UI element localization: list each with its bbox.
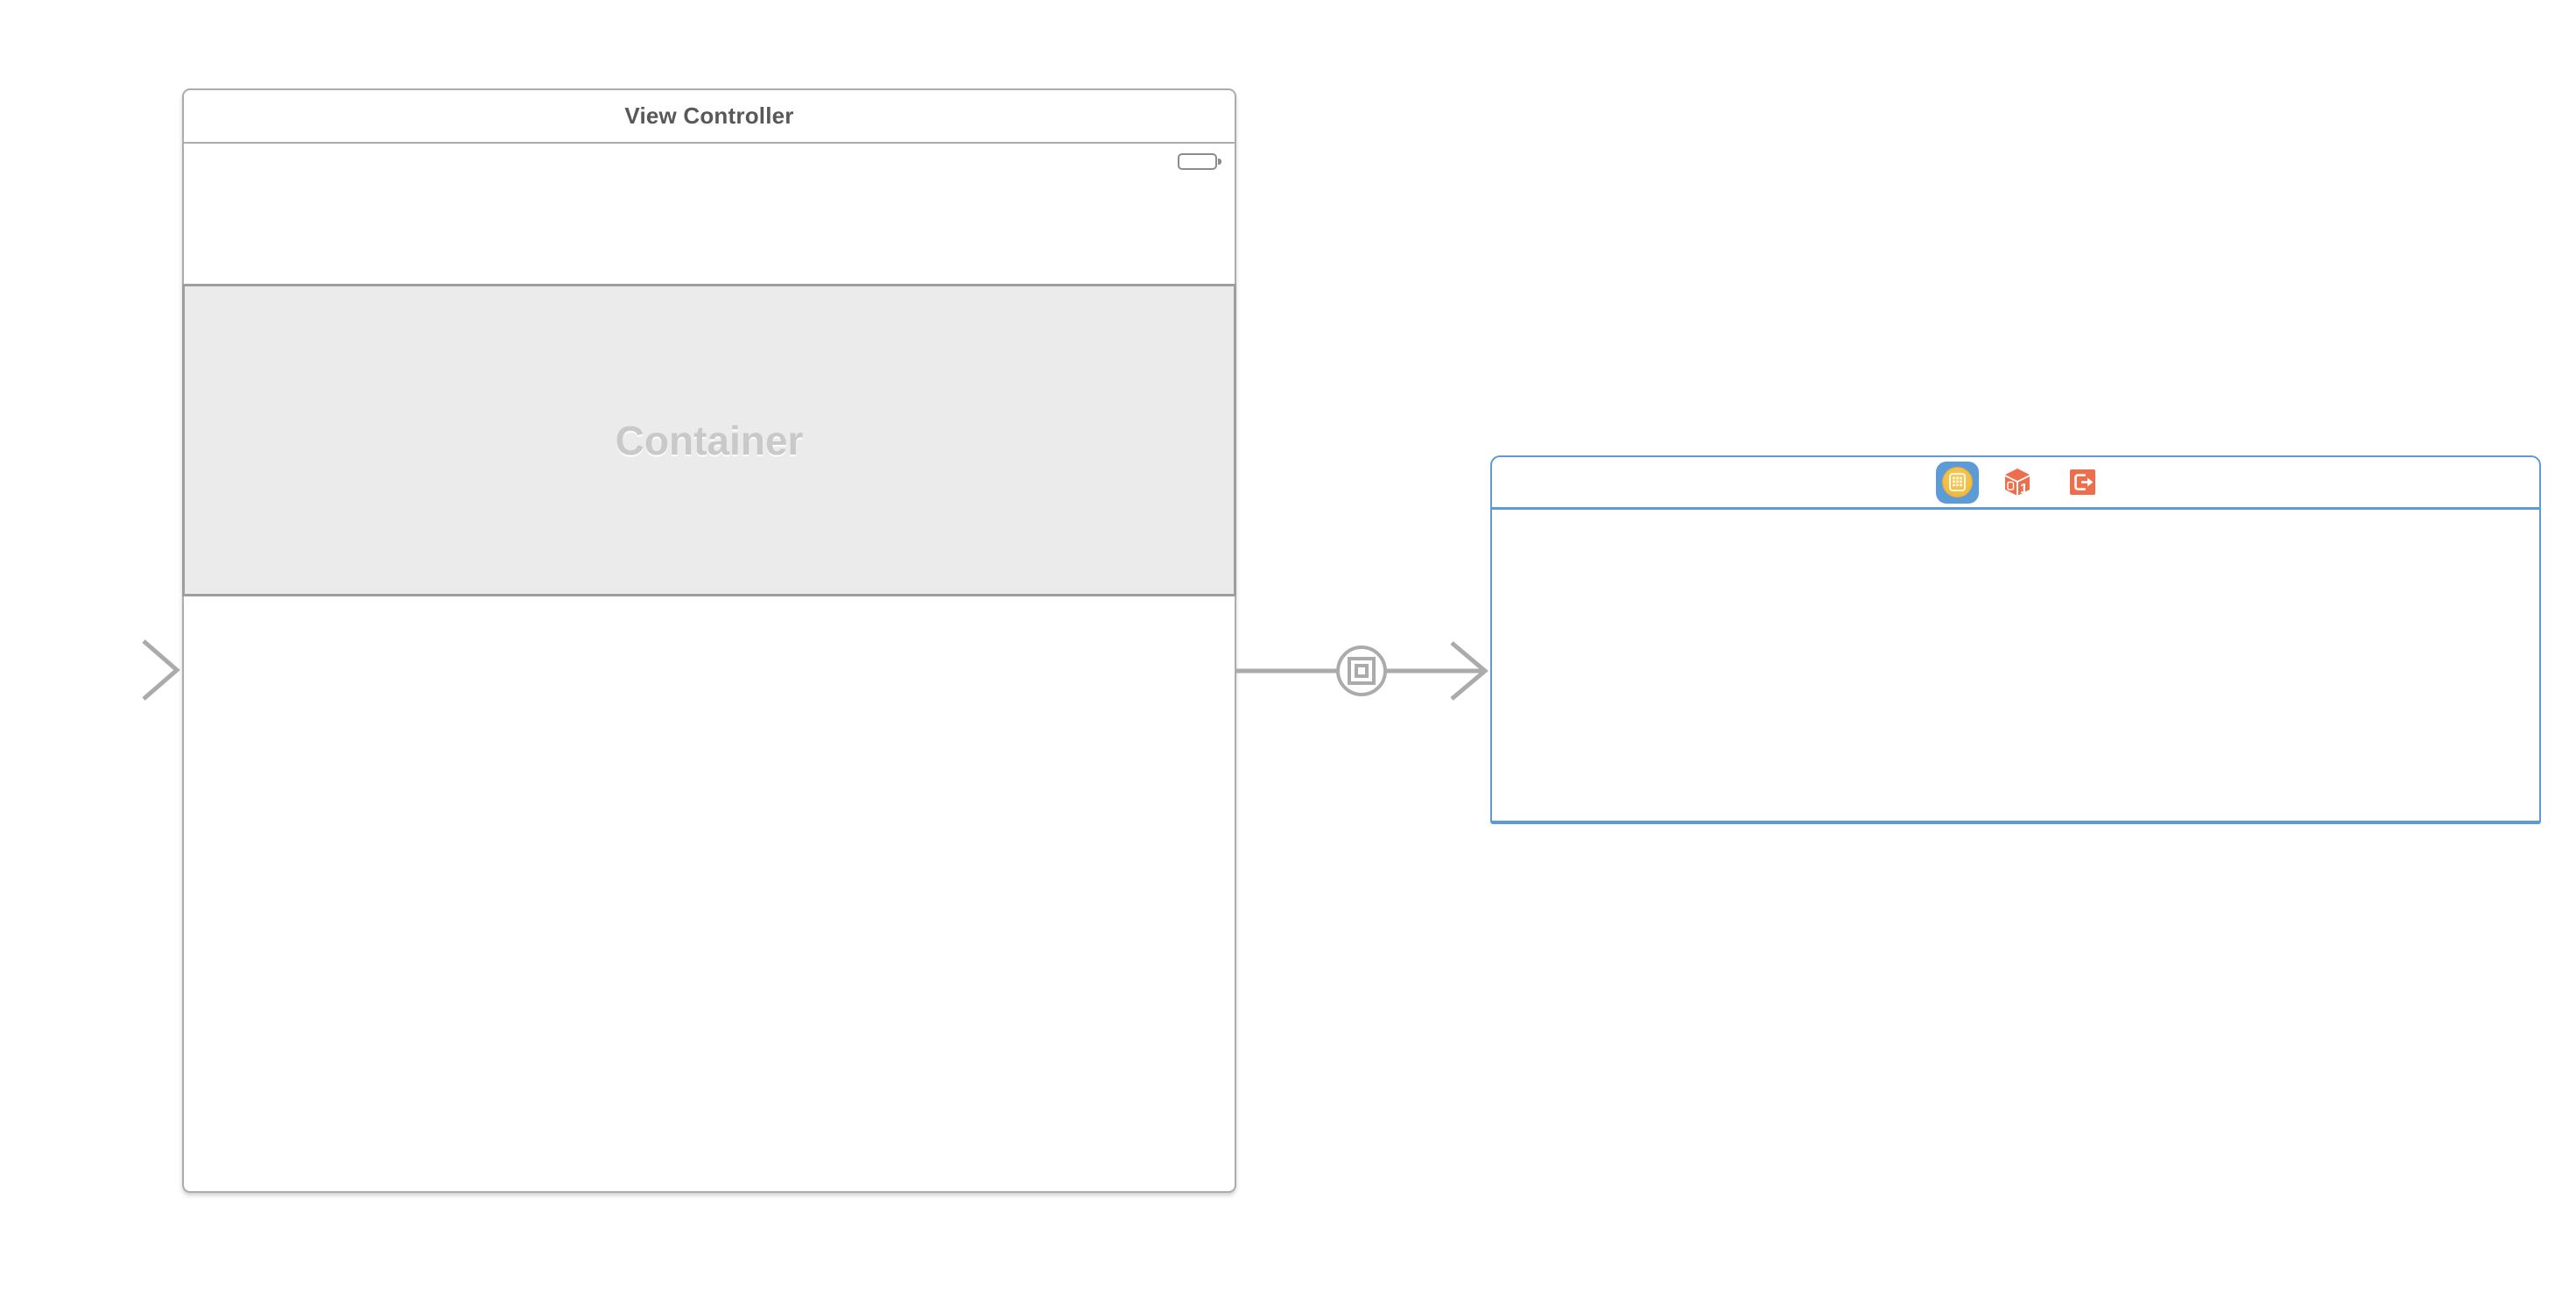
embedded-view-controller-scene[interactable]: 1: [1490, 455, 2541, 824]
scene-title: View Controller: [624, 102, 794, 129]
embed-outer-square: [1348, 657, 1376, 685]
view-controller-icon[interactable]: [1936, 461, 1979, 504]
view-controller-circle: [1942, 467, 1973, 497]
container-view-label: Container: [615, 417, 804, 463]
embed-segue-icon[interactable]: [1236, 638, 1492, 706]
battery-icon: [1178, 153, 1221, 170]
first-responder-window-glyph: [2007, 481, 2015, 490]
exit-icon[interactable]: [2070, 469, 2095, 495]
view-controller-scene[interactable]: View Controller Container: [182, 88, 1236, 1193]
first-responder-badge: 1: [2020, 482, 2028, 497]
first-responder-icon[interactable]: 1: [2003, 468, 2031, 497]
scene-titlebar[interactable]: View Controller: [184, 90, 1235, 144]
view-controller-grid-glyph: [1949, 473, 1966, 491]
embedded-scene-body[interactable]: [1492, 512, 2539, 821]
embed-inner-square: [1355, 664, 1369, 678]
battery-cap: [1218, 159, 1221, 165]
scene-dock: 1: [1492, 457, 2539, 510]
container-view[interactable]: Container: [182, 284, 1236, 596]
entry-arrow-icon[interactable]: [0, 637, 186, 705]
